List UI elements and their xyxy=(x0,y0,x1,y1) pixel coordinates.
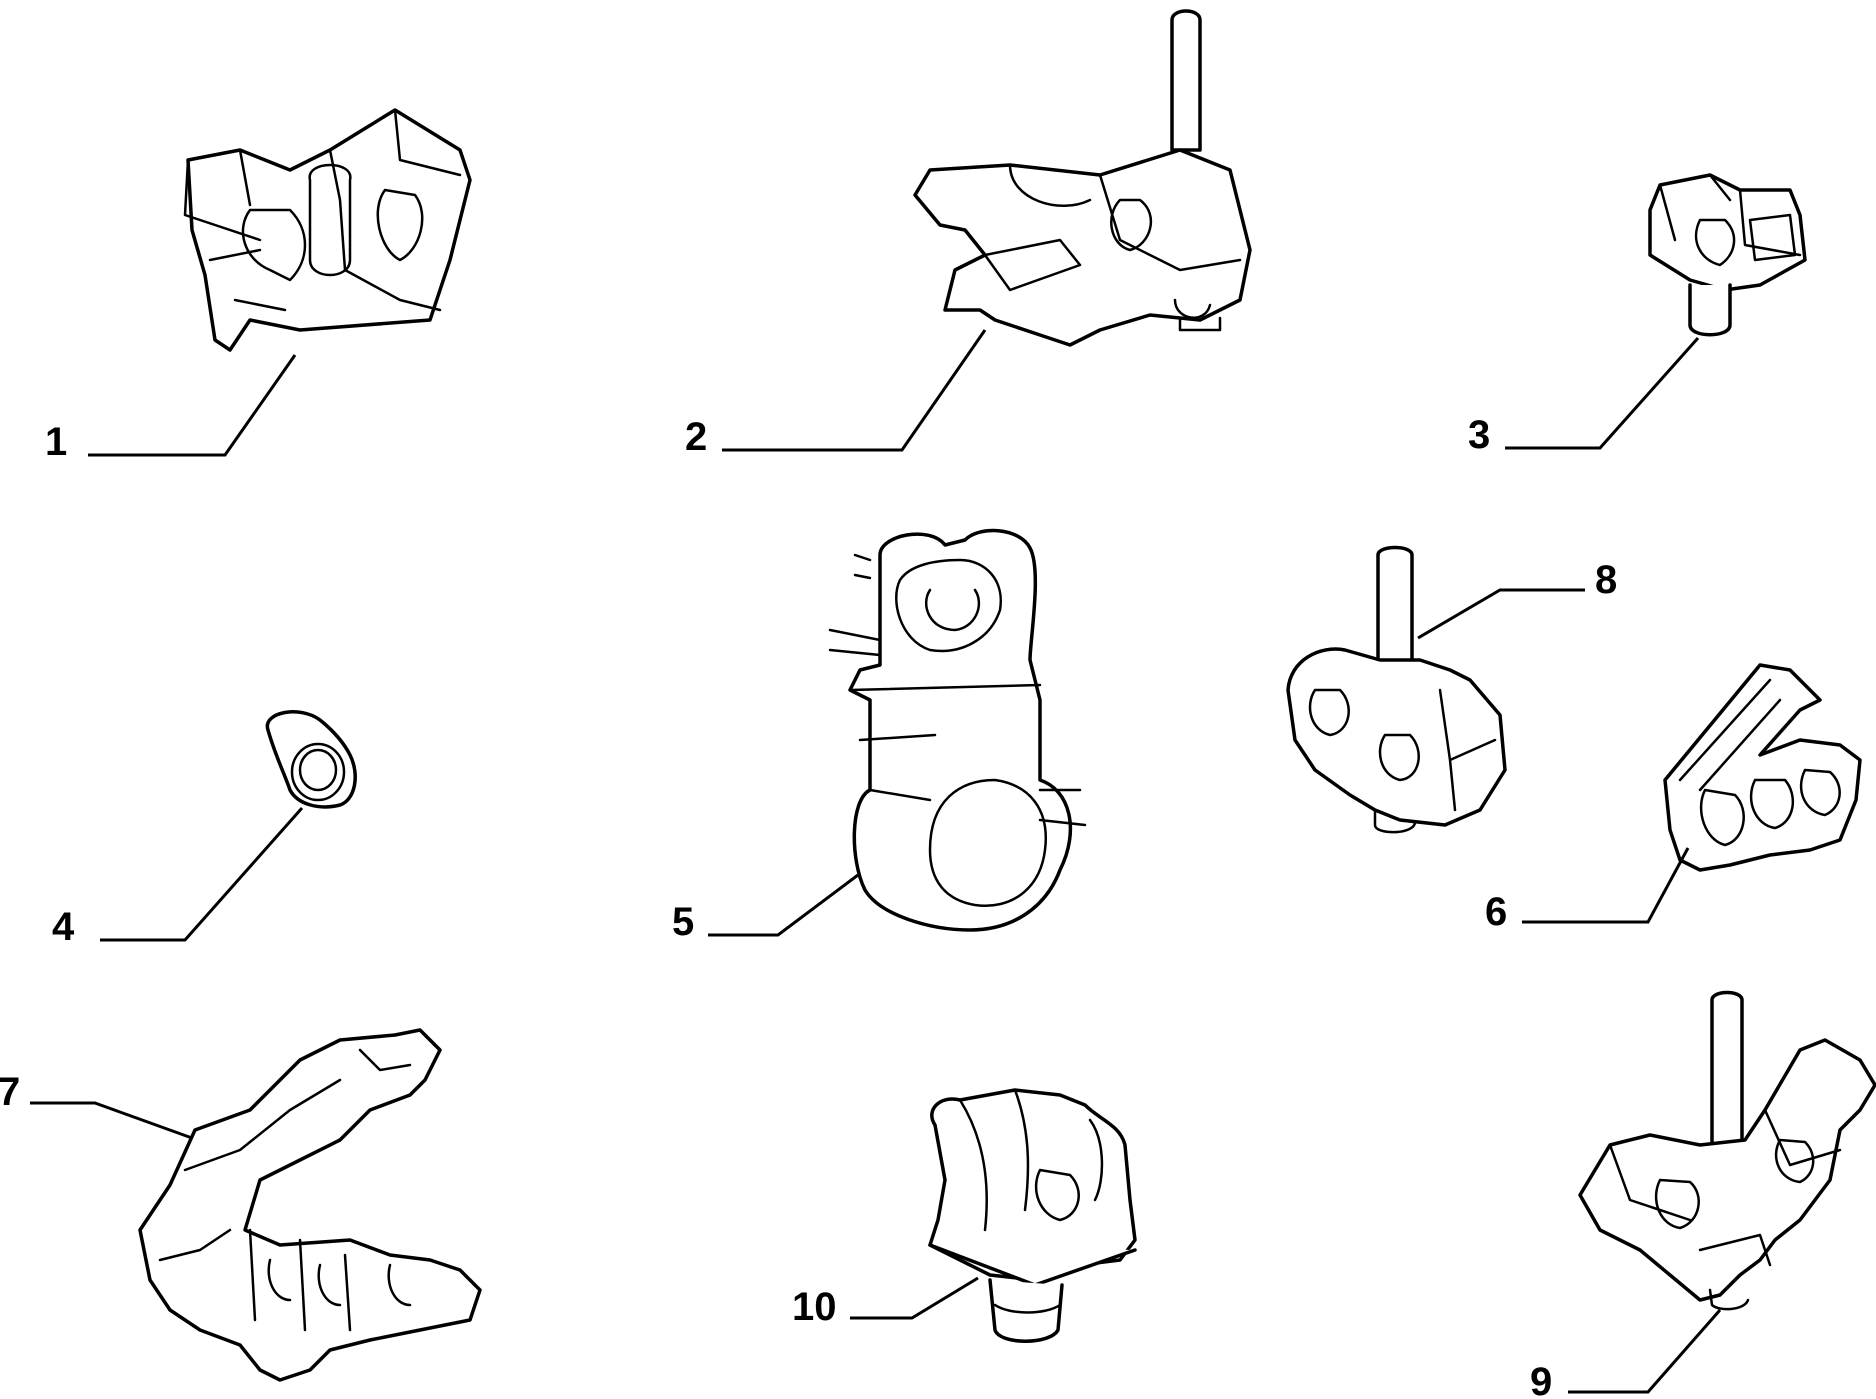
callout-9: 9 xyxy=(1530,1309,1722,1399)
part-3-small-clip xyxy=(1648,173,1807,337)
callout-label-2: 2 xyxy=(685,415,707,459)
callout-label-9: 9 xyxy=(1530,1360,1552,1399)
part-8-pin-clip xyxy=(1286,545,1507,834)
callout-label-10: 10 xyxy=(792,1285,837,1329)
callout-label-6: 6 xyxy=(1485,890,1507,934)
part-10-push-clip xyxy=(928,1088,1137,1343)
callout-label-7: 7 xyxy=(0,1070,20,1114)
callout-6: 6 xyxy=(1485,847,1690,934)
leader-line-8 xyxy=(1417,588,1585,640)
leader-line-6 xyxy=(1522,847,1690,924)
part-4-rivet xyxy=(265,710,357,809)
callout-1: 1 xyxy=(45,354,297,464)
callout-7: 7 xyxy=(0,1070,193,1140)
callout-label-1: 1 xyxy=(45,420,67,464)
callout-label-3: 3 xyxy=(1468,413,1490,457)
leader-line-2 xyxy=(722,329,987,452)
part-6-multi-clip xyxy=(1663,663,1862,872)
part-7-bracket-clip xyxy=(138,1028,482,1382)
part-9-pin-clip xyxy=(1578,990,1876,1311)
callout-label-8: 8 xyxy=(1595,558,1617,602)
callout-label-5: 5 xyxy=(672,900,694,944)
leader-line-10 xyxy=(850,1276,979,1320)
callout-8: 8 xyxy=(1417,558,1617,640)
callout-4: 4 xyxy=(52,807,304,949)
callout-10: 10 xyxy=(792,1276,979,1329)
callout-2: 2 xyxy=(685,329,987,459)
part-1-clip xyxy=(183,108,472,352)
callout-3: 3 xyxy=(1468,337,1700,457)
leader-line-3 xyxy=(1505,337,1700,450)
leader-line-4 xyxy=(100,807,304,942)
part-2-bracket xyxy=(913,9,1252,347)
leader-line-5 xyxy=(708,873,859,937)
leader-line-9 xyxy=(1568,1309,1722,1394)
part-5-pipe-clamp xyxy=(828,528,1087,932)
leader-line-7 xyxy=(30,1101,193,1140)
callout-5: 5 xyxy=(672,873,859,944)
callout-label-4: 4 xyxy=(52,905,75,949)
leader-line-1 xyxy=(88,354,297,457)
